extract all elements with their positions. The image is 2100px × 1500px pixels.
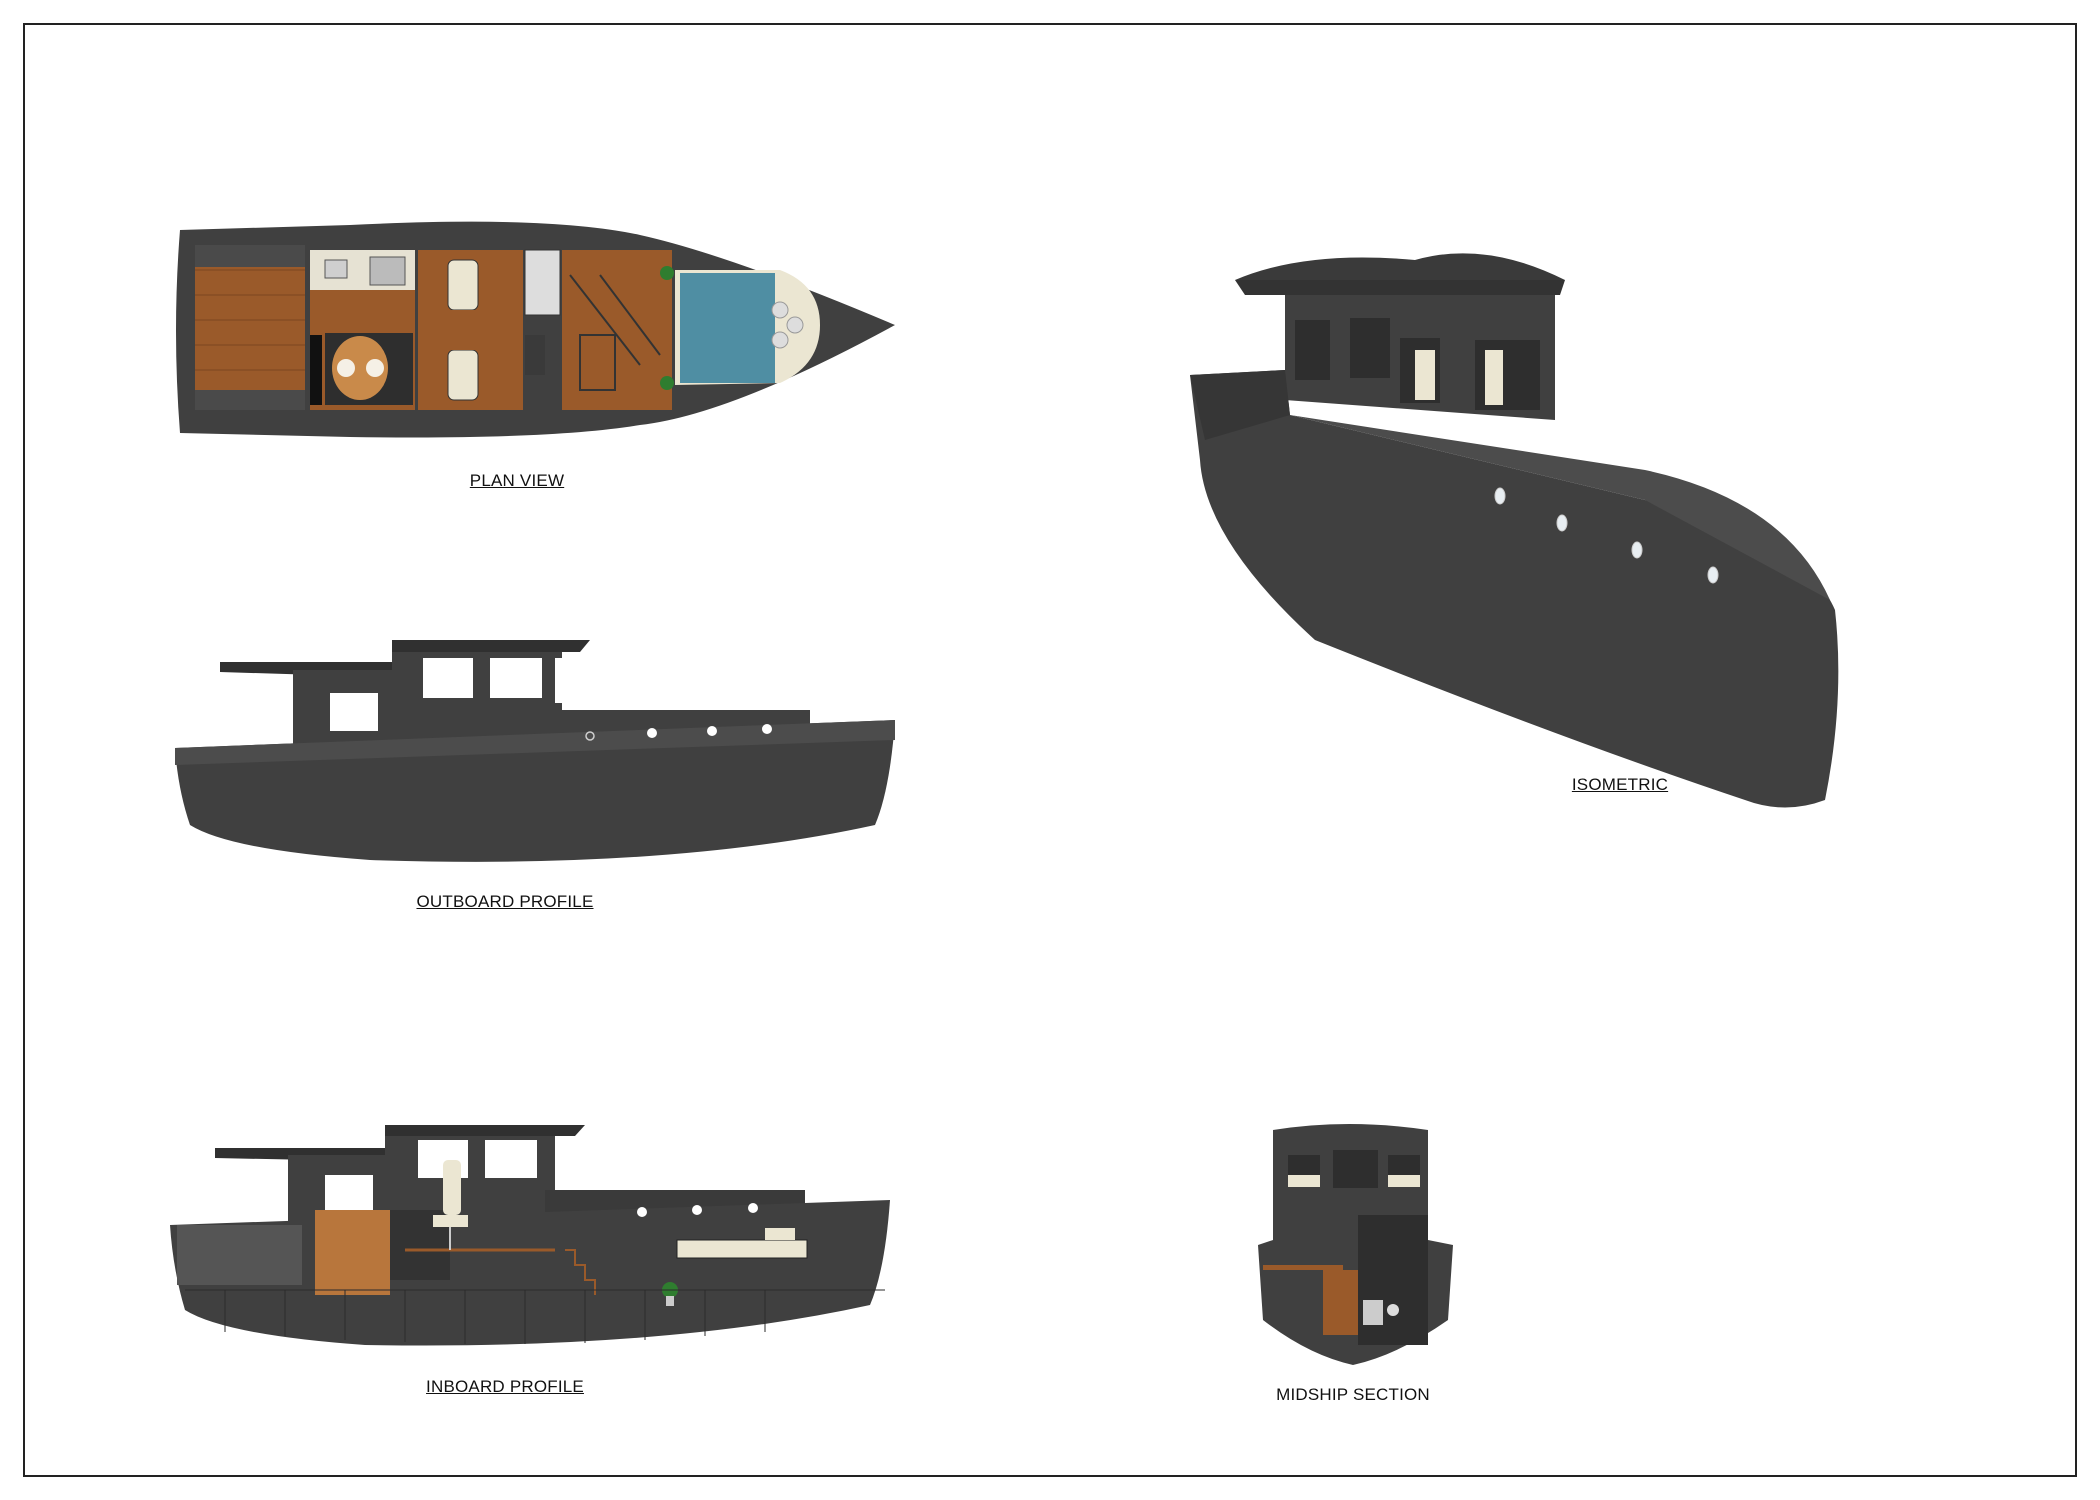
porthole-icon bbox=[585, 724, 772, 741]
porthole-icon bbox=[1494, 487, 1719, 584]
drawing-sheet-border bbox=[23, 23, 2077, 1477]
inboard-profile-caption: INBOARD PROFILE bbox=[426, 1377, 584, 1396]
inboard-profile-drawing bbox=[165, 1100, 900, 1350]
plant-icon bbox=[660, 266, 674, 390]
outboard-profile-drawing bbox=[170, 620, 905, 870]
plan-view-caption: PLAN VIEW bbox=[469, 471, 565, 490]
outboard-profile-caption: OUTBOARD PROFILE bbox=[416, 892, 594, 911]
plan-view-drawing bbox=[170, 215, 905, 445]
porthole-icon bbox=[637, 1203, 758, 1217]
isometric-caption: ISOMETRIC bbox=[1571, 775, 1669, 794]
midship-section-drawing bbox=[1248, 1120, 1463, 1365]
midship-section-caption: MIDSHIP SECTION bbox=[1276, 1385, 1430, 1404]
stair-icon bbox=[565, 1249, 596, 1295]
helm-seat-icon bbox=[433, 1160, 468, 1250]
isometric-drawing bbox=[1185, 240, 1995, 820]
